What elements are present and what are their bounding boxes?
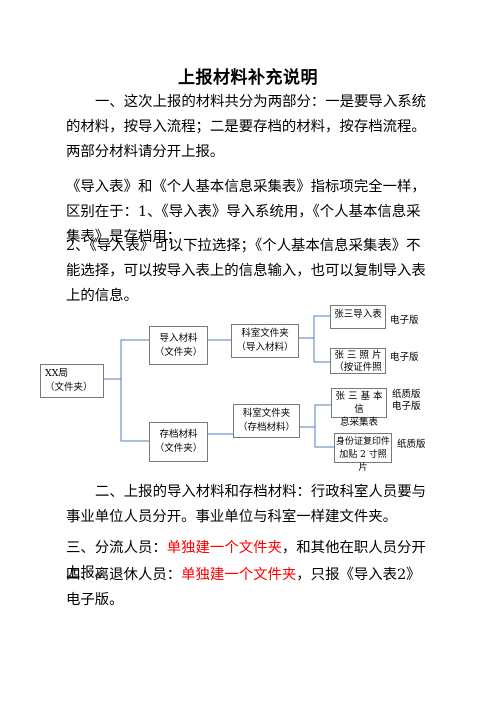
connector-root-archive: [120, 379, 149, 442]
box-archive-materials: 存档材料 （文件夹）: [149, 422, 208, 462]
paragraph-3: 2、《导入表》可以下拉选择；《个人基本信息采集表》不能选择，可以按导入表上的信息…: [66, 238, 426, 304]
note3-line1: 纸质版: [392, 389, 421, 400]
p6-prefix: 四、离退休人员：: [66, 567, 182, 583]
box-import-materials: 导入材料 （文件夹）: [149, 326, 208, 365]
box-zhangsan-import-table: 张三导入表: [330, 305, 386, 329]
connector-dept-leaf2: [313, 338, 330, 363]
box-import-line1: 导入材料: [159, 333, 198, 344]
box-zhangsan-info-form: 张 三 基 本 信 息采集表: [331, 388, 387, 428]
box-leaf3-line2: 息采集表: [339, 417, 378, 428]
note-paper-electronic: 纸质版 电子版: [392, 389, 421, 413]
flow-diagram: XX局 （文件夹） 导入材料 （文件夹） 存档材料 （文件夹） 科室文件夹 （导…: [0, 300, 496, 473]
box-leaf4-line2: 加贴 2 寸照片: [339, 450, 387, 473]
connector-root-import: [104, 339, 149, 380]
paragraph-4: 二、上报的导入材料和存档材料：行政科室人员要与事业单位人员分开。事业单位与科室一…: [66, 484, 426, 525]
box-dept-archive-line1: 科室文件夹: [242, 408, 291, 419]
box-archive-line1: 存档材料: [159, 429, 198, 440]
box-leaf2-line2: （按证件照: [334, 362, 382, 373]
box-xx-bureau: XX局 （文件夹）: [40, 364, 104, 398]
connector-dept-leaf1: [299, 315, 330, 339]
box-zhangsan-photo: 张 三 照 片 （按证件照: [330, 348, 386, 374]
paragraph-5: 三、分流人员：单独建一个文件夹，和其他在职人员分开上报。: [66, 536, 433, 586]
p5-highlight: 单独建一个文件夹: [166, 540, 282, 556]
p5-suffix: ，和其他在职人员分开上报。: [66, 540, 426, 581]
diagram-connectors: [104, 315, 334, 448]
p6-suffix: ，只报《导入表2》电子版。: [66, 567, 421, 608]
box-leaf2-line1: 张 三 照 片: [334, 350, 382, 361]
box-xx-bureau-line2: （文件夹）: [45, 382, 93, 393]
paragraph-2: 《导入表》和《个人基本信息采集表》指标项完全一样，区别在于：1、《导入表》导入系…: [66, 179, 426, 245]
note-electronic-1: 电子版: [390, 315, 419, 326]
note-electronic-2: 电子版: [390, 352, 419, 363]
page-title: 上报材料补充说明: [178, 68, 318, 88]
box-xx-bureau-line1: XX局: [45, 368, 69, 379]
connector-dept-leaf3: [300, 404, 331, 428]
box-leaf1-text: 张三导入表: [334, 309, 382, 320]
box-id-copy: 身份证复印件 加贴 2 寸照片: [334, 433, 392, 473]
note3-line2: 电子版: [392, 401, 421, 412]
p5-prefix: 三、分流人员：: [66, 540, 167, 556]
box-import-line2: （文件夹）: [154, 347, 203, 358]
paragraph-6: 四、离退休人员：单独建一个文件夹，只报《导入表2》电子版。: [66, 563, 433, 613]
box-leaf3-line1: 张 三 基 本 信: [335, 391, 383, 415]
box-dept-import-line1: 科室文件夹: [241, 328, 289, 339]
p6-highlight: 单独建一个文件夹: [181, 567, 297, 583]
box-archive-line2: （文件夹）: [154, 443, 203, 454]
box-dept-archive: 科室文件夹 （存档材料）: [233, 404, 300, 438]
box-leaf4-line1: 身份证复印件: [335, 437, 390, 447]
box-dept-archive-line2: （存档材料）: [237, 422, 295, 433]
connector-dept-leaf4: [314, 427, 334, 448]
box-dept-import: 科室文件夹 （导入材料）: [231, 324, 299, 358]
box-dept-import-line2: （导入材料）: [236, 342, 294, 353]
note-paper: 纸质版: [397, 439, 426, 450]
paragraph-1: 一、这次上报的材料共分为两部分：一是要导入系统的材料，按导入流程；二是要存档的材…: [66, 94, 426, 160]
